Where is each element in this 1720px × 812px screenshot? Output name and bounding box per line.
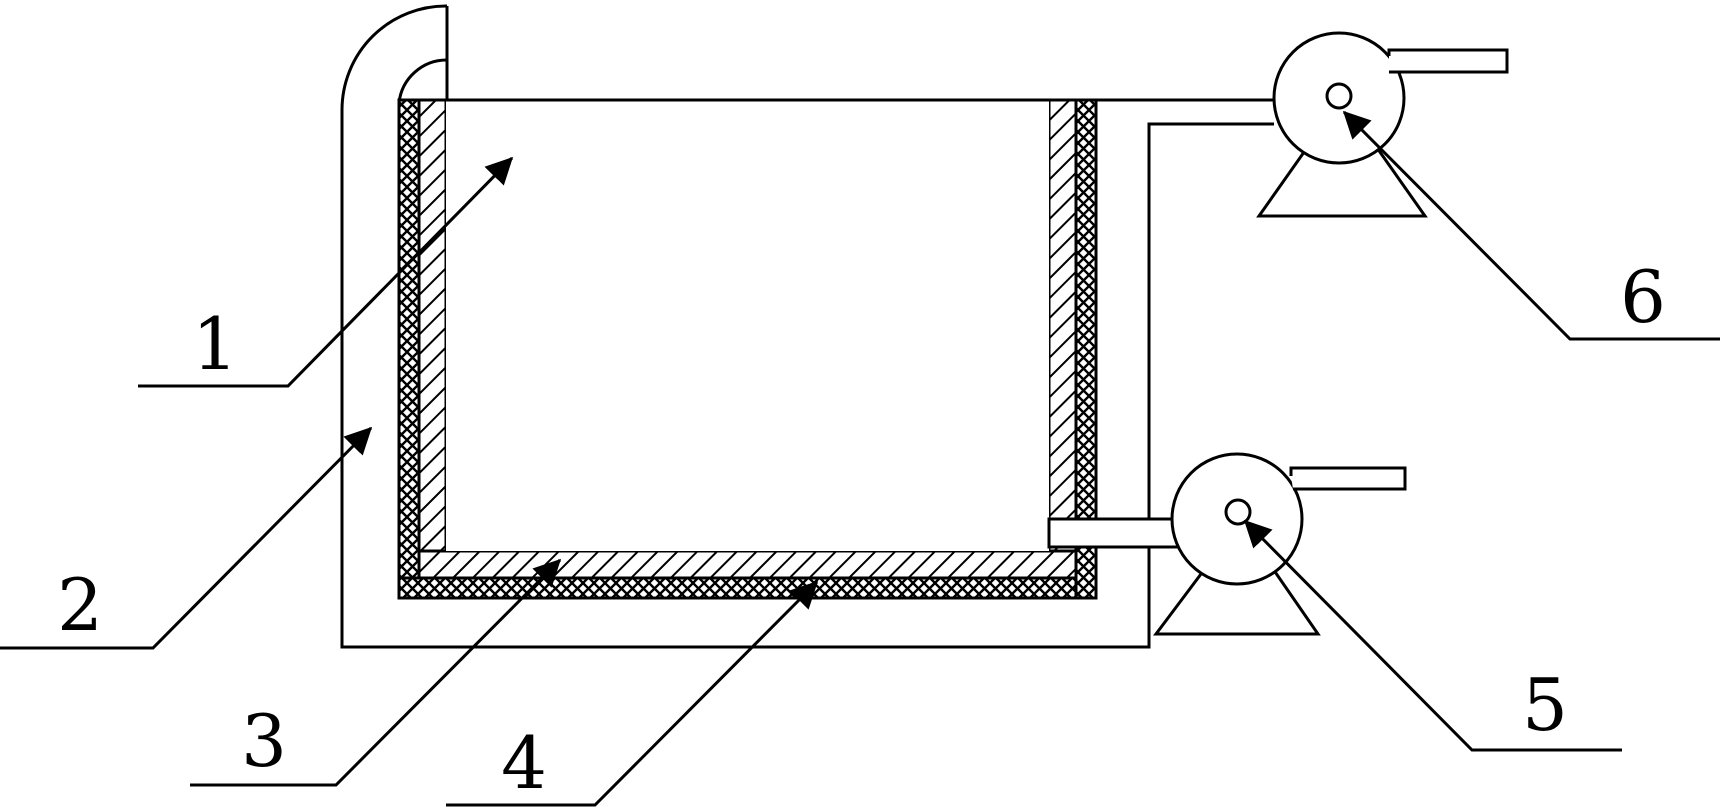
lower-pump-shaft: [1224, 498, 1252, 526]
lower-pump-outlet: [1289, 466, 1407, 491]
lower-pump: [1153, 452, 1407, 636]
lining-right: [1047, 98, 1078, 553]
leader-4: [446, 580, 819, 807]
leader-3: [190, 558, 562, 787]
outer-shell-inner-cap: [397, 58, 448, 104]
upper-pump: [1256, 31, 1509, 218]
lining-left: [417, 98, 448, 580]
leaders: [0, 110, 1720, 807]
label-5: 5: [1522, 663, 1568, 747]
upper-pump-shaft: [1325, 82, 1353, 110]
label-1: 1: [192, 302, 238, 386]
insulation-bottom: [397, 576, 1098, 600]
leader-1: [138, 156, 514, 388]
outer-shell-outline: [340, 4, 1274, 649]
lower-pipe: [1047, 517, 1184, 549]
lining-bottom: [417, 549, 1078, 580]
label-4: 4: [501, 721, 547, 805]
upper-pump-outlet: [1387, 48, 1509, 74]
label-3: 3: [241, 699, 287, 783]
chamber-interior: [446, 101, 1049, 551]
leader-6: [1342, 110, 1720, 341]
leader-2: [0, 426, 373, 650]
insulation-left: [397, 98, 421, 600]
leader-5: [1243, 519, 1622, 752]
label-2: 2: [57, 563, 103, 647]
label-6: 6: [1620, 255, 1666, 339]
